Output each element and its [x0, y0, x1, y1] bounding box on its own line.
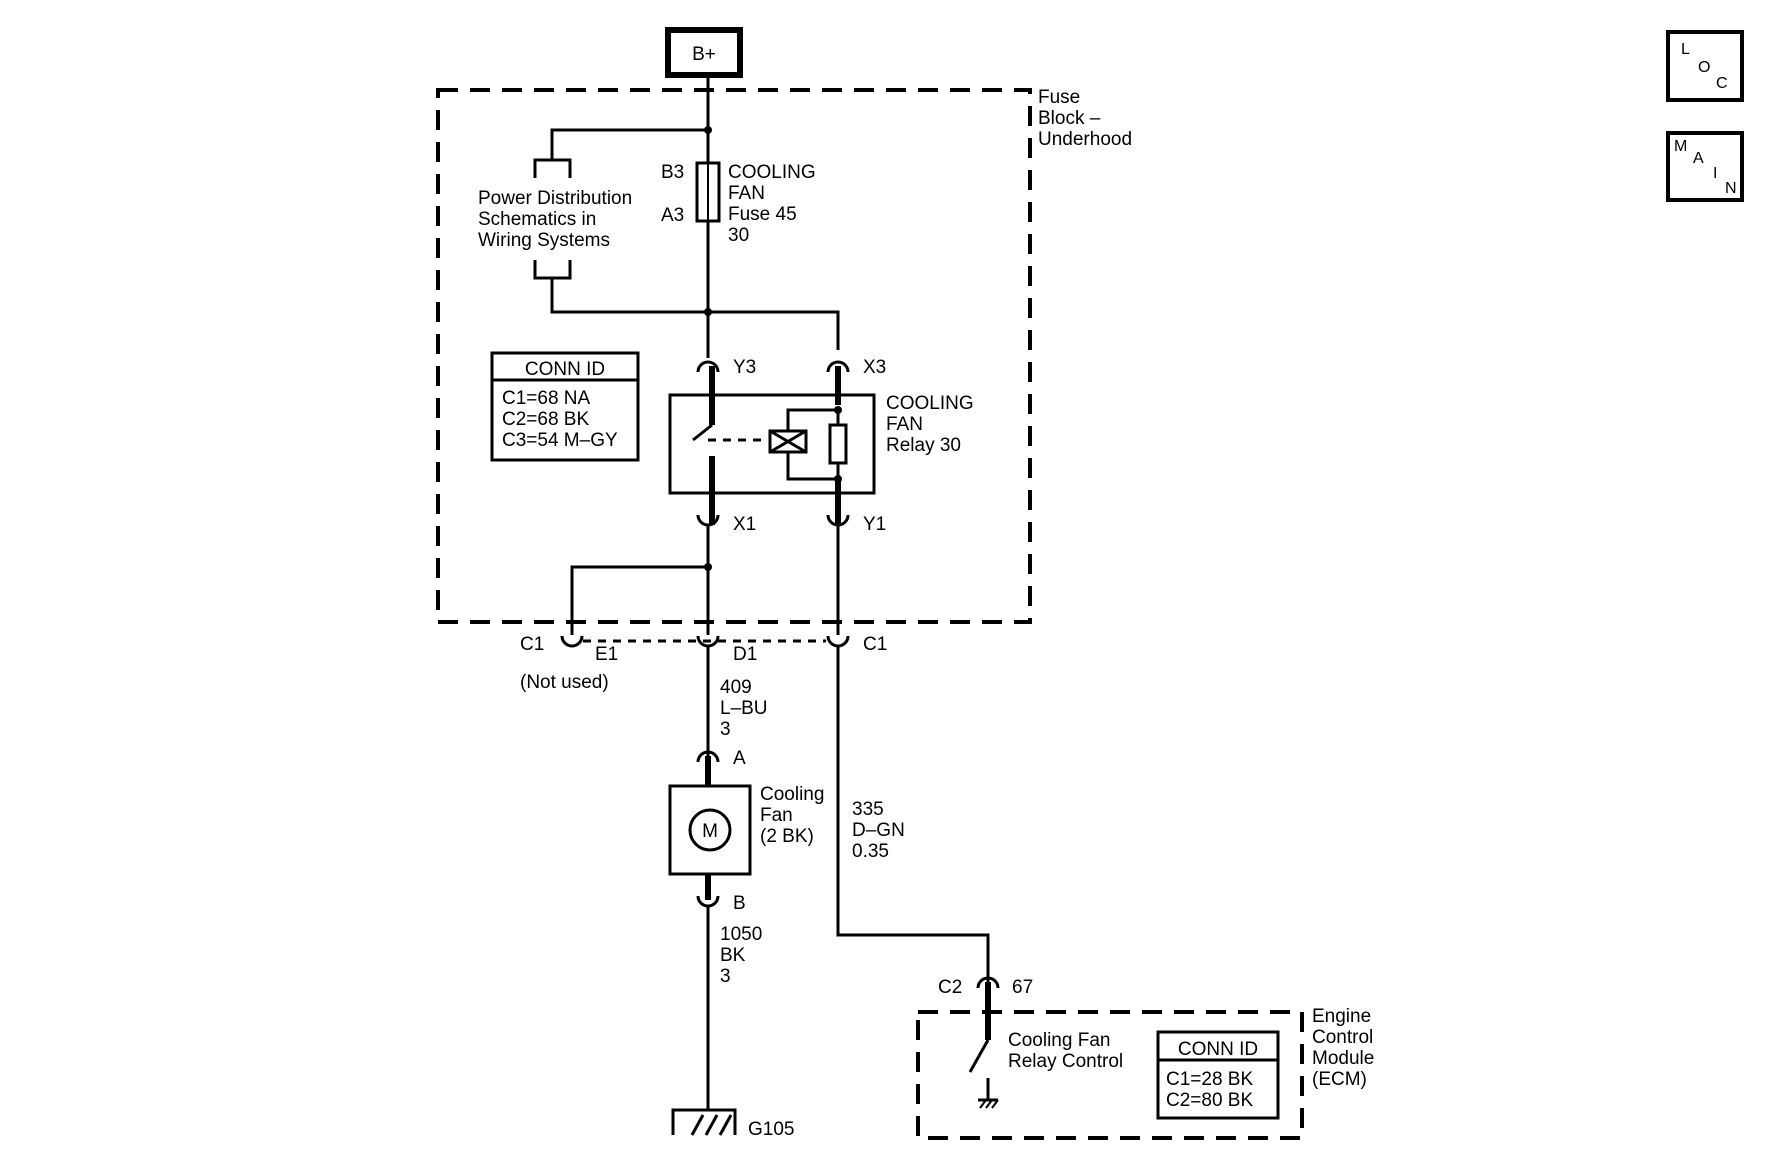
wire-409-label: 409 L–BU 3: [720, 677, 768, 740]
connector-e1: [560, 635, 584, 648]
svg-text:CONN ID: CONN ID: [525, 359, 605, 380]
battery-label: B+: [692, 44, 716, 65]
ground-label: G105: [748, 1119, 794, 1140]
cooling-fan-label: Cooling Fan (2 BK): [760, 784, 824, 847]
ecm-title: Engine Control Module (ECM): [1312, 1006, 1374, 1090]
svg-text:Module: Module: [1312, 1048, 1374, 1069]
svg-text:O: O: [1698, 59, 1710, 76]
svg-text:L–BU: L–BU: [720, 698, 768, 719]
loc-button[interactable]: L O C: [1666, 30, 1744, 102]
wire-335-label: 335 D–GN 0.35: [852, 799, 905, 862]
svg-text:(ECM): (ECM): [1312, 1069, 1367, 1090]
svg-text:3: 3: [720, 966, 731, 987]
svg-text:C1=28 BK: C1=28 BK: [1166, 1069, 1253, 1090]
wire-335: [836, 646, 990, 982]
fuse-label: COOLING: [728, 162, 816, 183]
svg-text:C2=80 BK: C2=80 BK: [1166, 1090, 1253, 1111]
ecm-connector-label: C2: [938, 977, 962, 998]
svg-text:0.35: 0.35: [852, 841, 889, 862]
connector-a: [696, 750, 720, 763]
svg-text:Cooling: Cooling: [760, 784, 824, 805]
battery-terminal: B+: [665, 27, 743, 78]
svg-text:Relay Control: Relay Control: [1008, 1051, 1123, 1072]
cooling-fan-fuse: B3 A3 COOLING FAN Fuse 45 30: [661, 161, 816, 246]
power-distribution-wire: [550, 128, 708, 160]
svg-text:Fuse: Fuse: [1038, 87, 1080, 108]
svg-text:D–GN: D–GN: [852, 820, 905, 841]
connector-c1: [826, 635, 850, 648]
ecm-pin-label: 67: [1012, 977, 1033, 998]
svg-text:409: 409: [720, 677, 752, 698]
svg-text:335: 335: [852, 799, 884, 820]
svg-text:C2=68 BK: C2=68 BK: [502, 409, 589, 430]
ground-symbol: [671, 1108, 737, 1136]
relay-pin-y1: Y1: [863, 514, 886, 535]
power-distribution-bracket-bottom: [533, 260, 572, 280]
cooling-fan-motor: M: [668, 756, 752, 900]
fuse-block-outline: [436, 88, 1032, 624]
splice-dot: [704, 308, 712, 316]
svg-text:1050: 1050: [720, 924, 762, 945]
fuse-pin-bottom: A3: [661, 205, 684, 226]
svg-text:Fan: Fan: [760, 805, 793, 826]
svg-text:C1=68 NA: C1=68 NA: [502, 388, 591, 409]
relay-pin-y3: Y3: [733, 357, 756, 378]
svg-text:Control: Control: [1312, 1027, 1373, 1048]
svg-text:Cooling Fan: Cooling Fan: [1008, 1030, 1110, 1051]
fuse-pin-top: B3: [661, 162, 684, 183]
svg-text:Relay 30: Relay 30: [886, 435, 961, 456]
svg-text:L: L: [1681, 41, 1690, 58]
connector-y3: [696, 360, 720, 373]
svg-text:Engine: Engine: [1312, 1006, 1371, 1027]
ecm-control-label: Cooling Fan Relay Control: [1008, 1030, 1123, 1072]
connector-c2-67: [976, 976, 1000, 989]
svg-text:Block –: Block –: [1038, 108, 1101, 129]
svg-text:C: C: [1716, 75, 1728, 92]
svg-text:Power Distribution: Power Distribution: [478, 188, 632, 209]
main-button[interactable]: M A I N: [1666, 131, 1744, 202]
connector-x3: [826, 360, 850, 373]
power-distribution-return-wire: [550, 278, 840, 350]
svg-text:I: I: [1713, 165, 1717, 182]
relay-pin-x3: X3: [863, 357, 886, 378]
e1-label: E1: [595, 644, 618, 665]
svg-text:N: N: [1725, 180, 1737, 197]
cooling-fan-relay: [668, 366, 876, 525]
ecm-conn-id: CONN ID C1=28 BK C2=80 BK: [1156, 1030, 1280, 1120]
wire-1050-label: 1050 BK 3: [720, 924, 762, 987]
svg-text:Wiring Systems: Wiring Systems: [478, 230, 610, 251]
svg-text:Fuse 45: Fuse 45: [728, 204, 797, 225]
e1-branch-wire: [570, 565, 708, 635]
power-distribution-bracket-top: [533, 158, 572, 178]
svg-text:BK: BK: [720, 945, 746, 966]
fan-pin-a: A: [733, 748, 746, 769]
ecm-outline: [916, 1010, 1304, 1140]
motor-symbol: M: [702, 821, 718, 842]
fuse-block-title: Fuse Block – Underhood: [1038, 87, 1132, 150]
power-distribution-label: Power Distribution Schematics in Wiring …: [478, 188, 632, 251]
svg-text:A: A: [1693, 150, 1704, 167]
svg-text:M: M: [1674, 138, 1687, 155]
d1-label: D1: [733, 644, 757, 665]
fuse-block-conn-id: CONN ID C1=68 NA C2=68 BK C3=54 M–GY: [490, 351, 640, 462]
svg-text:Underhood: Underhood: [1038, 129, 1132, 150]
svg-text:Schematics in: Schematics in: [478, 209, 596, 230]
relay-label: COOLING FAN Relay 30: [886, 393, 974, 456]
svg-text:C3=54 M–GY: C3=54 M–GY: [502, 430, 618, 451]
ecm-relay-control-switch: [968, 982, 999, 1109]
svg-text:FAN: FAN: [728, 183, 765, 204]
svg-text:CONN ID: CONN ID: [1178, 1039, 1258, 1060]
fan-pin-b: B: [733, 893, 746, 914]
svg-text:COOLING: COOLING: [886, 393, 974, 414]
svg-text:3: 3: [720, 719, 731, 740]
svg-text:FAN: FAN: [886, 414, 923, 435]
c1-right-label: C1: [863, 634, 887, 655]
relay-pin-x1: X1: [733, 514, 756, 535]
c1-left-label: C1: [520, 634, 544, 655]
svg-text:30: 30: [728, 225, 749, 246]
svg-text:(2 BK): (2 BK): [760, 826, 814, 847]
not-used-label: (Not used): [520, 672, 609, 693]
